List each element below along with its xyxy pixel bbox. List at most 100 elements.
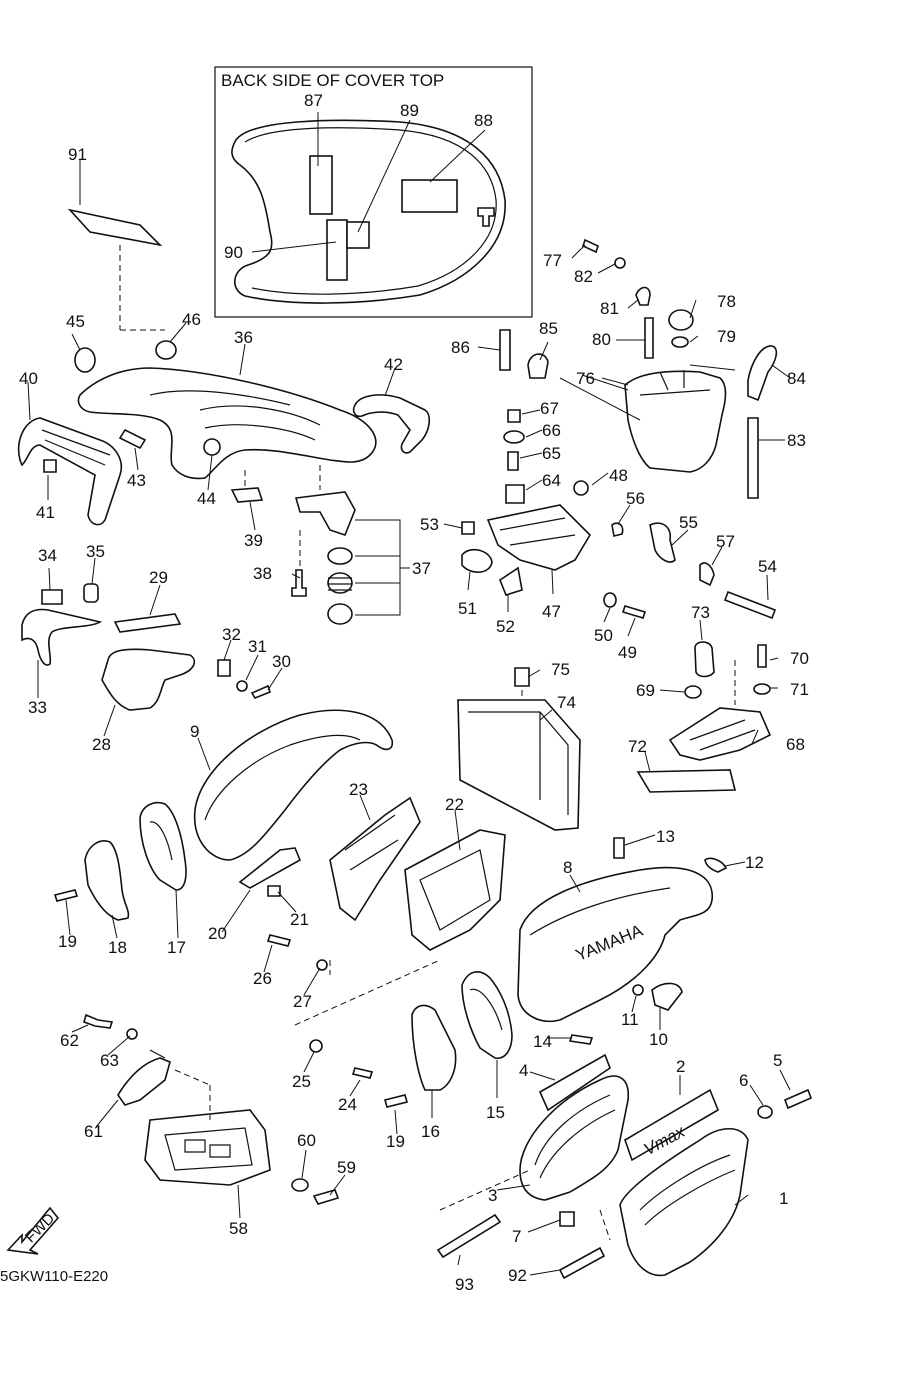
- callout-73: 73: [691, 603, 710, 622]
- callout-38: 38: [253, 564, 272, 583]
- callout-8: 8: [563, 858, 572, 877]
- battery-box-group: [457, 641, 772, 831]
- cover-top-group: [18, 208, 431, 625]
- bracket-61: [117, 1057, 171, 1106]
- callout-53: 53: [420, 515, 439, 534]
- callout-16: 16: [421, 1122, 440, 1141]
- callout-28: 28: [92, 735, 111, 754]
- callout-49: 49: [618, 643, 637, 662]
- callout-59: 59: [337, 1158, 356, 1177]
- cover-16: [411, 1004, 457, 1091]
- callout-64: 64: [542, 471, 561, 490]
- side-cover-9: [193, 709, 394, 861]
- side-covers-left-group: [53, 709, 506, 1026]
- decal-sheet-91: [67, 208, 163, 247]
- callout-62: 62: [60, 1031, 79, 1050]
- callout-58: 58: [229, 1219, 248, 1238]
- leader-lines: [27, 160, 791, 1276]
- callout-1: 1: [779, 1189, 788, 1208]
- callout-19-left: 19: [58, 932, 77, 951]
- callout-72: 72: [628, 737, 647, 756]
- callout-69: 69: [636, 681, 655, 700]
- lower-bracket-group: [83, 1013, 340, 1205]
- handle-42: [352, 394, 431, 454]
- callout-84: 84: [787, 369, 806, 388]
- inset-back-side-cover-top: BACK SIDE OF COVER TOP 87 89 88 90: [214, 66, 533, 318]
- callout-54: 54: [758, 557, 777, 576]
- callout-76: 76: [576, 369, 595, 388]
- callout-46: 46: [182, 310, 201, 329]
- callout-33: 33: [28, 698, 47, 717]
- callout-36: 36: [234, 328, 253, 347]
- cover-28: [101, 648, 196, 711]
- callout-51: 51: [458, 599, 477, 618]
- callout-77: 77: [543, 251, 562, 270]
- callout-43: 43: [127, 471, 146, 490]
- side-cover-15: [461, 971, 513, 1059]
- callout-50: 50: [594, 626, 613, 645]
- cover-top-36: [77, 367, 377, 480]
- callout-68: 68: [786, 735, 805, 754]
- callout-70: 70: [790, 649, 809, 668]
- callout-32: 32: [222, 625, 241, 644]
- inset-label-88: 88: [474, 111, 493, 130]
- callout-29: 29: [149, 568, 168, 587]
- callout-81: 81: [600, 299, 619, 318]
- callout-19-right: 19: [386, 1132, 405, 1151]
- callout-79: 79: [717, 327, 736, 346]
- callout-74: 74: [557, 693, 576, 712]
- callout-5: 5: [773, 1051, 782, 1070]
- callout-23: 23: [349, 780, 368, 799]
- callout-14: 14: [533, 1032, 552, 1051]
- callout-42: 42: [384, 355, 403, 374]
- callout-67: 67: [540, 399, 559, 418]
- callout-7: 7: [512, 1227, 521, 1246]
- callout-60: 60: [297, 1131, 316, 1150]
- callout-78: 78: [717, 292, 736, 311]
- frame-58: [144, 1109, 271, 1186]
- oil-tank-76: [624, 370, 727, 473]
- side-panels-group: Vmax: [436, 1053, 813, 1280]
- fwd-arrow-icon: FWD: [6, 1206, 60, 1255]
- callout-31: 31: [248, 637, 267, 656]
- callout-63: 63: [100, 1051, 119, 1070]
- callout-75: 75: [551, 660, 570, 679]
- inset-label-89: 89: [400, 101, 419, 120]
- callout-17: 17: [167, 938, 186, 957]
- callout-6: 6: [739, 1071, 748, 1090]
- oil-tank-group: [499, 238, 778, 499]
- mount-bracket-group: [461, 409, 777, 620]
- side-cover-18: [84, 840, 130, 921]
- callout-12: 12: [745, 853, 764, 872]
- side-cover-17: [139, 801, 187, 891]
- callout-24: 24: [338, 1095, 357, 1114]
- callout-21: 21: [290, 910, 309, 929]
- bracket-33: [21, 608, 103, 666]
- callout-65: 65: [542, 444, 561, 463]
- callout-66: 66: [542, 421, 561, 440]
- callout-52: 52: [496, 617, 515, 636]
- callout-2: 2: [676, 1057, 685, 1076]
- callout-26: 26: [253, 969, 272, 988]
- inset-label-90: 90: [224, 243, 243, 262]
- callout-71: 71: [790, 680, 809, 699]
- diagram-code: 5GKW110-E220: [0, 1268, 108, 1285]
- bracket-20: [238, 847, 302, 889]
- callout-93: 93: [455, 1275, 474, 1294]
- callout-83: 83: [787, 431, 806, 450]
- callout-91: 91: [68, 145, 87, 164]
- callout-25: 25: [292, 1072, 311, 1091]
- callout-34: 34: [38, 546, 57, 565]
- bracket-68: [668, 707, 772, 761]
- callout-45: 45: [66, 312, 85, 331]
- callout-40: 40: [19, 369, 38, 388]
- callout-labels: 1 2 3 4 5 6 7 8 9 10 11 12 13 14 15 16 1…: [19, 145, 809, 1294]
- callout-20: 20: [208, 924, 227, 943]
- side-cover-3: [519, 1075, 629, 1201]
- callout-15: 15: [486, 1103, 505, 1122]
- callout-30: 30: [272, 652, 291, 671]
- bracket-23: [329, 796, 421, 922]
- callout-9: 9: [190, 722, 199, 741]
- callout-85: 85: [539, 319, 558, 338]
